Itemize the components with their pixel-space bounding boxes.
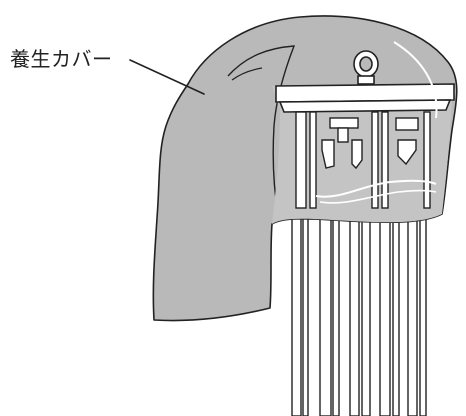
pole bbox=[392, 213, 400, 416]
pole bbox=[419, 213, 427, 416]
pole bbox=[291, 213, 302, 416]
pole bbox=[379, 213, 391, 416]
internal-mechanism bbox=[295, 111, 431, 209]
cover-seam-lower-1 bbox=[315, 179, 437, 198]
cover-seam-lower-2 bbox=[319, 189, 437, 204]
cover-fold-edge bbox=[231, 67, 263, 81]
pole bbox=[407, 213, 418, 416]
pole bbox=[361, 213, 371, 416]
pole-group bbox=[291, 213, 427, 416]
pole bbox=[302, 213, 309, 416]
callout-leader-line bbox=[129, 59, 205, 95]
cover-seam-upper bbox=[393, 41, 438, 119]
top-plate bbox=[275, 83, 455, 113]
pole bbox=[349, 213, 360, 416]
pole bbox=[332, 213, 340, 416]
cover-label: 養生カバー bbox=[10, 47, 113, 71]
eye-bolt bbox=[353, 50, 379, 85]
pole bbox=[319, 213, 332, 416]
